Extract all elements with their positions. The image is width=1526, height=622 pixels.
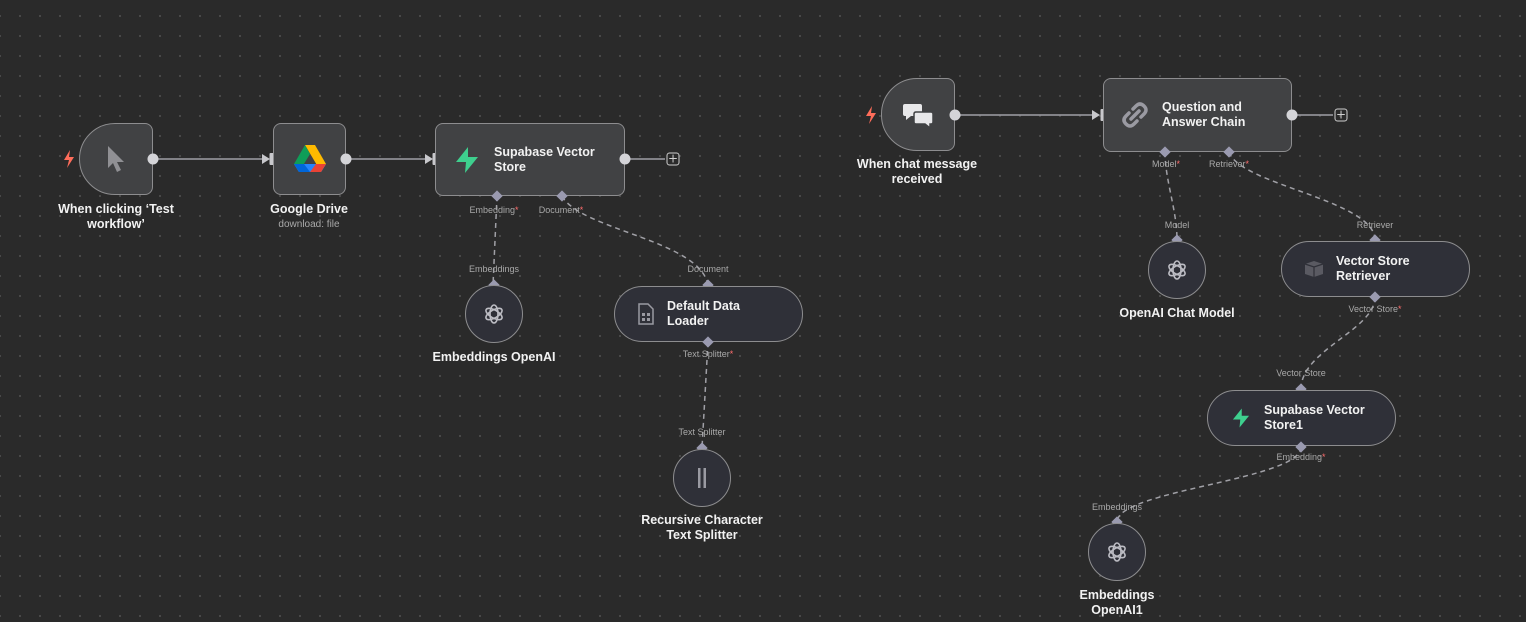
connection-embedding1 xyxy=(1116,446,1302,523)
node-title: When chat message received xyxy=(856,157,978,186)
port-label-text-splitter-in: Text Splitter xyxy=(678,427,726,437)
output-handle[interactable] xyxy=(1286,109,1298,121)
node-title: Embeddings OpenAI1 xyxy=(1079,588,1155,617)
node-supabase-vector-store1[interactable]: Supabase Vector Store1 xyxy=(1207,390,1396,446)
output-handle[interactable] xyxy=(147,153,159,165)
openai-icon xyxy=(485,304,503,324)
connection-retriever xyxy=(1228,151,1376,241)
chat-icon xyxy=(903,103,934,129)
node-title: OpenAI Chat Model xyxy=(1119,306,1235,320)
port-label-vector-store: Vector Store* xyxy=(1348,304,1402,314)
node-title: Google Drive xyxy=(270,202,348,216)
node-embeddings-openai[interactable] xyxy=(465,285,523,343)
port-label-model: Model* xyxy=(1151,159,1181,169)
port-label-document-in: Document xyxy=(687,264,729,274)
link-icon xyxy=(1122,102,1148,128)
node-supabase-vector-store[interactable]: Supabase Vector Store xyxy=(435,123,625,196)
connection-embedding xyxy=(492,195,498,286)
cursor-icon xyxy=(108,146,124,172)
document-icon xyxy=(638,303,654,325)
node-manual-trigger[interactable] xyxy=(79,123,153,195)
node-default-data-loader[interactable]: Default Data Loader xyxy=(614,286,803,342)
node-title: Default Data Loader xyxy=(667,299,740,328)
openai-icon xyxy=(1168,260,1186,280)
supabase-icon xyxy=(456,146,478,173)
node-text-splitter[interactable] xyxy=(673,449,731,507)
node-subtitle: download: file xyxy=(278,219,340,230)
port-label-embedding: Embedding* xyxy=(469,205,519,215)
node-vector-store-retriever[interactable]: Vector Store Retriever xyxy=(1281,241,1470,297)
connection-vector-store xyxy=(1300,296,1376,390)
node-qa-chain[interactable]: Question and Answer Chain xyxy=(1103,78,1292,152)
node-title: When clicking ‘Test workflow’ xyxy=(58,202,174,231)
input-handle[interactable] xyxy=(269,153,275,165)
port-label-document: Document* xyxy=(538,205,584,215)
port-label-embeddings1: Embeddings xyxy=(1091,502,1143,512)
add-node-button[interactable]: + xyxy=(1334,107,1348,122)
add-node-button[interactable]: + xyxy=(666,151,680,166)
openai-icon xyxy=(1108,542,1126,562)
supabase-icon xyxy=(1232,408,1250,428)
output-handle[interactable] xyxy=(949,109,961,121)
node-title: Question and Answer Chain xyxy=(1162,100,1246,129)
node-title: Supabase Vector Store1 xyxy=(1264,403,1365,432)
node-title: Supabase Vector Store xyxy=(494,144,595,174)
port-label-retriever-in: Retriever xyxy=(1356,220,1394,230)
node-title: Recursive Character Text Splitter xyxy=(641,513,763,542)
port-label-embedding1: Embedding* xyxy=(1276,452,1326,462)
node-openai-chat-model[interactable] xyxy=(1148,241,1206,299)
port-label-retriever: Retriever* xyxy=(1208,159,1250,169)
output-handle[interactable] xyxy=(340,153,352,165)
trigger-bolt-icon xyxy=(866,106,876,124)
node-title: Vector Store Retriever xyxy=(1336,254,1410,283)
google-drive-icon xyxy=(293,145,326,172)
port-label-text-splitter: Text Splitter* xyxy=(682,349,734,359)
output-handle[interactable] xyxy=(619,153,631,165)
port-label-embeddings: Embeddings xyxy=(468,264,520,274)
box-icon xyxy=(1304,261,1324,277)
port-label-model-in: Model xyxy=(1164,220,1190,230)
port-label-vector-store-in: Vector Store xyxy=(1276,368,1326,378)
node-chat-trigger[interactable] xyxy=(881,78,955,151)
trigger-bolt-icon xyxy=(64,150,74,168)
node-title: Embeddings OpenAI xyxy=(432,350,556,364)
node-embeddings-openai1[interactable] xyxy=(1088,523,1146,581)
splitter-icon xyxy=(698,468,706,488)
connection-document xyxy=(561,195,709,286)
node-google-drive[interactable] xyxy=(273,123,346,195)
